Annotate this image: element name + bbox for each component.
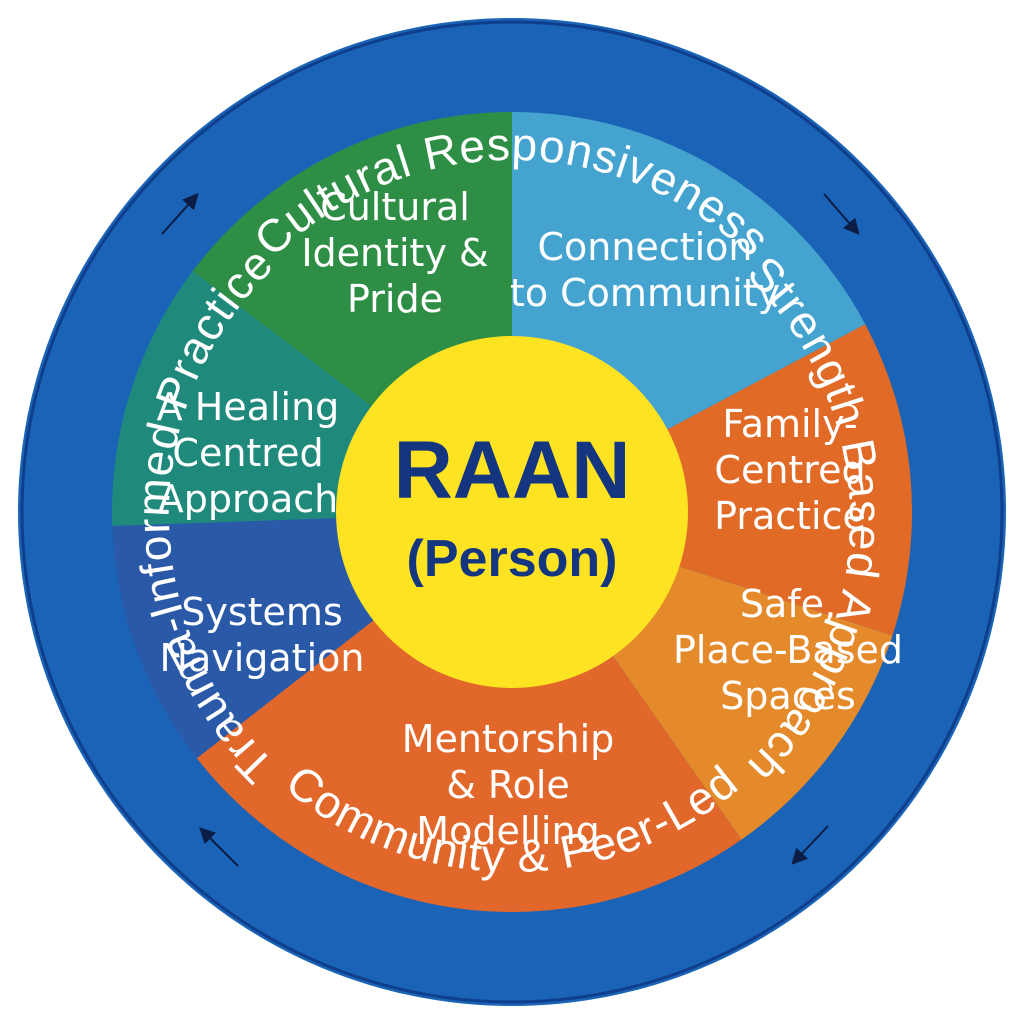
segment-label-line: Identity & xyxy=(301,231,488,275)
segment-label-line: Cultural xyxy=(320,185,470,229)
center-subtitle: (Person) xyxy=(407,530,618,588)
segment-label-line: Pride xyxy=(347,277,443,321)
ring-edge xyxy=(20,20,1004,1004)
segment-label-line: Navigation xyxy=(160,636,365,680)
segment-label-line: Spaces xyxy=(720,674,856,718)
segment-label-line: Connection xyxy=(537,225,752,269)
segment-label-line: Practice xyxy=(714,494,866,538)
segment-mentorship xyxy=(196,512,742,912)
arrow-up-left-icon xyxy=(199,827,239,867)
center-circle xyxy=(336,336,688,688)
segment-label-line: Modelling xyxy=(416,809,599,853)
segment-family-centred xyxy=(512,324,912,636)
segment-label-line: Centred xyxy=(714,448,865,492)
segment-label-line: & Role xyxy=(446,763,570,807)
segment-label-line: Centred xyxy=(172,431,323,475)
segment-label-line: Safe, xyxy=(740,582,836,626)
segment-label-line: to Community xyxy=(510,271,780,315)
segment-label-line: Systems xyxy=(181,590,343,634)
segment-label-line: Place-Based xyxy=(673,628,903,672)
arrow-up-right-icon xyxy=(161,193,199,235)
segment-label-line: A Healing xyxy=(157,385,340,429)
segment-label-line: Approach xyxy=(158,477,339,521)
arrow-down-left-icon xyxy=(791,825,829,865)
arrow-down-right-icon xyxy=(823,193,860,236)
center-title: RAAN xyxy=(394,425,631,516)
segment-label-line: Mentorship xyxy=(402,717,615,761)
segment-label-line: Family- xyxy=(722,402,857,446)
